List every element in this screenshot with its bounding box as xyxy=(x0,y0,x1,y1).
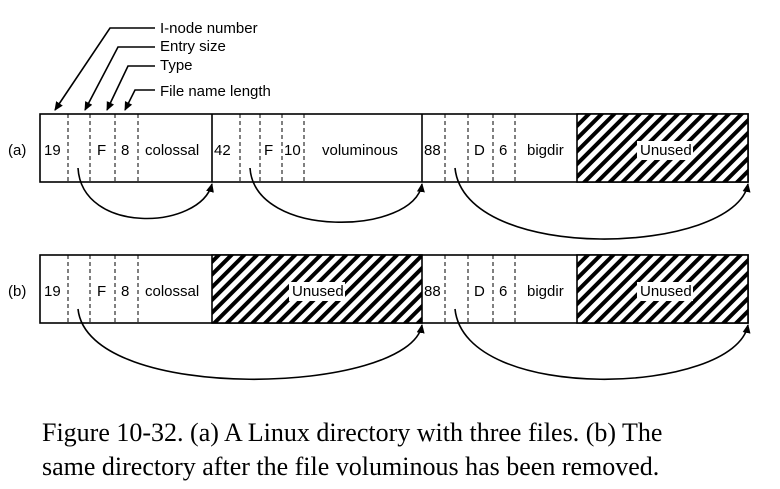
row-a-label: (a) xyxy=(8,142,26,159)
row-a-e1-inode: 19 xyxy=(44,142,61,159)
row-a-e3-name: bigdir xyxy=(527,142,564,159)
name-length-pointer xyxy=(124,89,155,111)
row-a-e1-type: F xyxy=(97,142,106,159)
row-b-link-2 xyxy=(454,308,751,381)
row-a-e2-type: F xyxy=(264,142,273,159)
row-a-link-2 xyxy=(249,167,425,224)
inode-pointer xyxy=(54,27,155,111)
row-b-e3-len: 6 xyxy=(499,283,507,300)
row-b-e1-name: colossal xyxy=(145,283,199,300)
row-b-e3-name: bigdir xyxy=(527,283,564,300)
entry-size-pointer xyxy=(84,46,155,111)
row-a-e3-type: D xyxy=(474,142,485,159)
row-a-e1-len: 8 xyxy=(121,142,129,159)
row-a-box xyxy=(39,113,749,183)
row-a-e3-inode: 88 xyxy=(424,142,441,159)
row-b-e1-type: F xyxy=(97,283,106,300)
row-a-link-1 xyxy=(77,167,214,220)
row-b-e3-inode: 88 xyxy=(424,283,441,300)
row-b-unused-label-2: Unused xyxy=(640,283,692,300)
figure-caption: Figure 10-32. (a) A Linux directory with… xyxy=(42,416,772,484)
row-a-link-3 xyxy=(454,167,751,240)
row-a-e1-name: colossal xyxy=(145,142,199,159)
row-a-unused-label: Unused xyxy=(640,142,692,159)
row-a-e2-len: 10 xyxy=(284,142,301,159)
row-b-link-1 xyxy=(77,308,425,381)
legend-type: Type xyxy=(160,57,193,74)
row-b-e1-inode: 19 xyxy=(44,283,61,300)
row-a-e2-name: voluminous xyxy=(322,142,398,159)
row-b-unused-label-1: Unused xyxy=(292,283,344,300)
row-a-e3-len: 6 xyxy=(499,142,507,159)
row-b-label: (b) xyxy=(8,283,26,300)
row-b-e3-type: D xyxy=(474,283,485,300)
row-b-links xyxy=(77,308,751,381)
caption-line-2: same directory after the file voluminous… xyxy=(42,452,660,481)
legend-inode: I-node number xyxy=(160,20,258,37)
caption-line-1: Figure 10-32. (a) A Linux directory with… xyxy=(42,418,663,447)
row-b-e1-len: 8 xyxy=(121,283,129,300)
legend-entry-size: Entry size xyxy=(160,38,226,55)
legend-name-length: File name length xyxy=(160,83,271,100)
row-a-links xyxy=(77,167,751,240)
legend-pointers xyxy=(54,27,155,111)
row-a-e2-inode: 42 xyxy=(214,142,231,159)
type-pointer xyxy=(106,65,155,111)
